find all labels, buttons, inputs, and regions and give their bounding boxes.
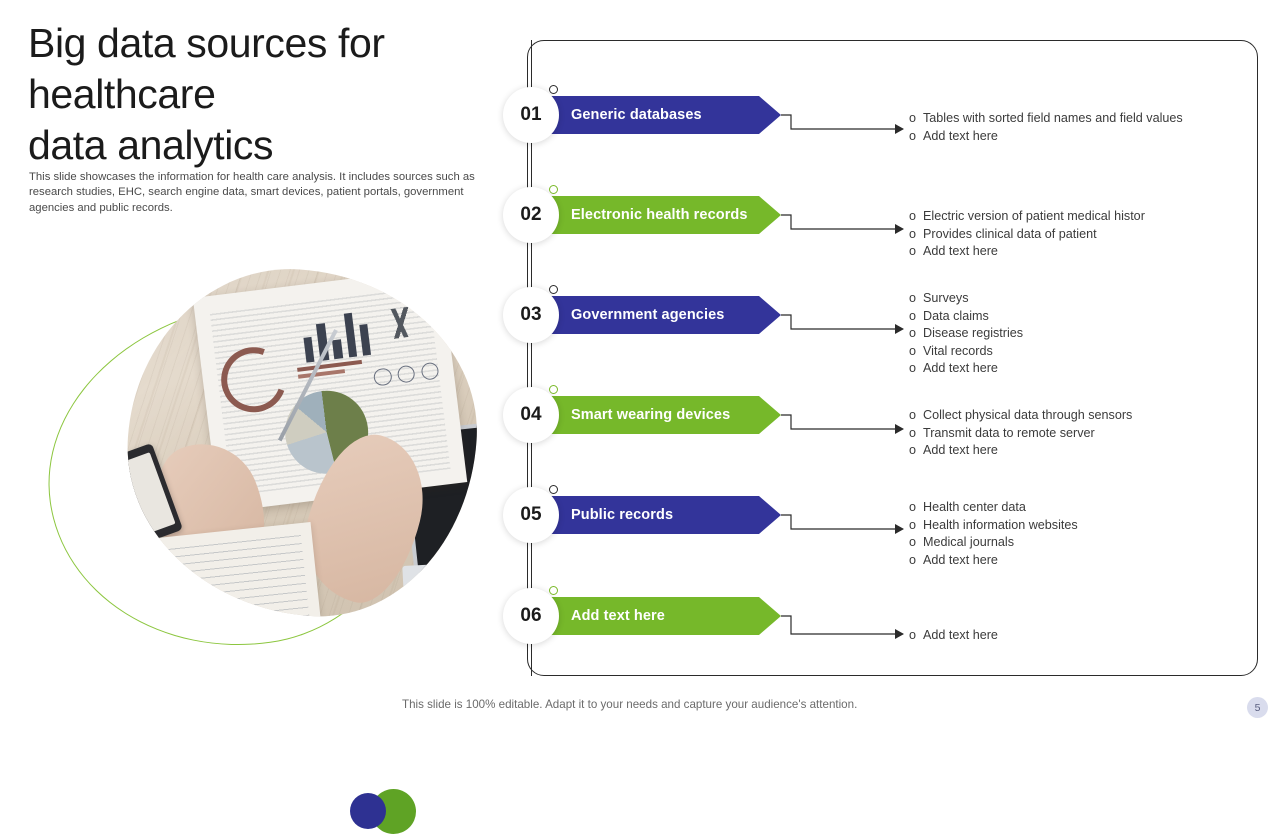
list-item: o Health center data	[909, 499, 1078, 517]
page-title-line-2: healthcare	[28, 71, 216, 117]
connector-arrow-06	[781, 588, 1211, 644]
list-item: o Surveys	[909, 290, 1023, 308]
step-bullets-02: o Electric version of patient medical hi…	[909, 208, 1145, 261]
list-item: o Transmit data to remote server	[909, 425, 1132, 443]
step-ring-marker-02	[549, 185, 558, 194]
connector-arrow-01	[781, 87, 1211, 143]
connector-arrow-04	[781, 387, 1211, 443]
step-number-badge-05: 05	[503, 487, 559, 543]
list-item: o Health information websites	[909, 517, 1078, 535]
page-title-line-1: Big data sources for	[28, 20, 385, 66]
page-number-badge: 5	[1247, 697, 1268, 718]
process-steps-list: 01 Generic databases o Tables with sorte…	[503, 85, 1211, 645]
page-title-line-3: data analytics	[28, 122, 274, 168]
step-ring-marker-03	[549, 285, 558, 294]
bullet-icon: o	[909, 326, 917, 341]
step-label-02[interactable]: Electronic health records	[531, 196, 781, 234]
step-ring-marker-06	[549, 586, 558, 595]
step-bullets-06: o Add text here	[909, 627, 998, 645]
list-item: o Add text here	[909, 243, 1145, 261]
bullet-icon: o	[909, 443, 917, 458]
left-column: Big data sources for healthcare data ana…	[0, 0, 500, 834]
list-item: o Add text here	[909, 442, 1132, 460]
step-number-badge-02: 02	[503, 187, 559, 243]
bullet-icon: o	[909, 291, 917, 305]
step-bullets-05: o Health center data o Health informatio…	[909, 499, 1078, 569]
step-bullets-03: o Surveys o Data claims o Disease regist…	[909, 290, 1023, 378]
step-bullets-01: o Tables with sorted field names and fie…	[909, 110, 1183, 145]
bullet-icon: o	[909, 308, 917, 323]
step-bullets-04: o Collect physical data through sensors …	[909, 407, 1132, 460]
list-item: o Add text here	[909, 360, 1023, 378]
bullet-icon: o	[909, 628, 917, 642]
step-label-04[interactable]: Smart wearing devices	[531, 396, 781, 434]
process-panel-border	[527, 40, 1258, 676]
list-item: o Provides clinical data of patient	[909, 226, 1145, 244]
connector-arrow-02	[781, 187, 1211, 243]
step-number-badge-06: 06	[503, 588, 559, 644]
list-item: o Collect physical data through sensors	[909, 407, 1132, 425]
list-item: o Tables with sorted field names and fie…	[909, 110, 1183, 128]
step-label-05[interactable]: Public records	[531, 496, 781, 534]
list-item: o Electric version of patient medical hi…	[909, 208, 1145, 226]
bullet-icon: o	[909, 111, 917, 125]
bullet-icon: o	[909, 226, 917, 241]
page-subtitle: This slide showcases the information for…	[29, 171, 475, 214]
blue-accent-dot	[350, 793, 386, 829]
bullet-icon: o	[909, 408, 917, 422]
bullet-icon: o	[909, 209, 917, 223]
bullet-icon: o	[909, 425, 917, 440]
step-number-badge-03: 03	[503, 287, 559, 343]
step-ring-marker-05	[549, 485, 558, 494]
bullet-icon: o	[909, 343, 917, 358]
bullet-icon: o	[909, 244, 917, 259]
page-title: Big data sources for healthcare data ana…	[28, 18, 498, 171]
step-ring-marker-04	[549, 385, 558, 394]
step-number-badge-01: 01	[503, 87, 559, 143]
connector-arrow-05	[781, 487, 1211, 543]
list-item: o Vital records	[909, 343, 1023, 361]
list-item: o Add text here	[909, 128, 1183, 146]
bullet-icon: o	[909, 128, 917, 143]
step-number-badge-04: 04	[503, 387, 559, 443]
step-label-03[interactable]: Government agencies	[531, 296, 781, 334]
list-item: o Medical journals	[909, 534, 1078, 552]
list-item: o Add text here	[909, 552, 1078, 570]
vertical-spine-line	[531, 40, 533, 676]
list-item: o Data claims	[909, 308, 1023, 326]
bullet-icon: o	[909, 361, 917, 376]
step-label-06[interactable]: Add text here	[531, 597, 781, 635]
step-ring-marker-01	[549, 85, 558, 94]
step-label-01[interactable]: Generic databases	[531, 96, 781, 134]
bullet-icon: o	[909, 535, 917, 550]
bullet-icon: o	[909, 552, 917, 567]
list-item: o Disease registries	[909, 325, 1023, 343]
bullet-icon: o	[909, 517, 917, 532]
bullet-icon: o	[909, 500, 917, 514]
list-item: o Add text here	[909, 627, 998, 645]
connector-arrow-03	[781, 287, 1211, 343]
footer-note: This slide is 100% editable. Adapt it to…	[402, 698, 858, 711]
